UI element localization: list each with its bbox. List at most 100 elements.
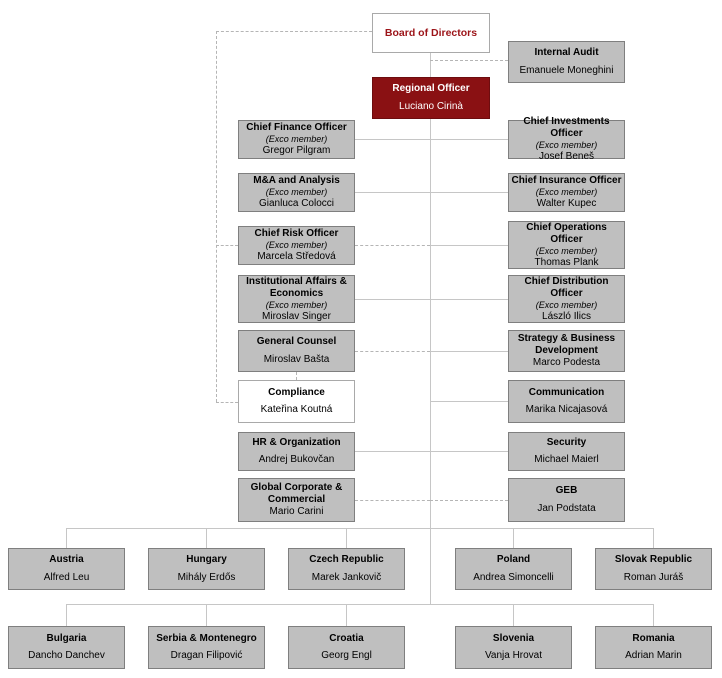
node-title: Communication [528,386,605,398]
node-person: Marika Nicajasová [525,404,608,416]
bus-line-row2 [66,604,653,605]
node-person: Marcela Středová [257,251,336,262]
node-person: Michael Maierl [534,453,599,465]
org-node-regional-officer: Regional Officer Luciano Cirinà [372,77,490,119]
node-subtitle: (Exco member) [265,187,328,197]
node-person: Gregor Pilgram [262,145,331,156]
node-person: Marek Jankovič [311,571,382,583]
node-title: Slovak Republic [614,554,693,566]
connector-chief-insurance [430,192,508,193]
node-person: Alfred Leu [43,571,90,583]
connector-security [430,451,508,452]
org-node-chief-operations-officer: Chief Operations Officer (Exco member) T… [508,221,625,269]
node-person: Emanuele Moneghini [519,64,614,76]
org-node-slovak-republic: Slovak Republic Roman Juráš [595,548,712,590]
node-title: Bulgaria [46,632,87,644]
node-person: Andrea Simoncelli [473,571,554,583]
node-title: GEB [555,485,578,496]
org-node-internal-audit: Internal Audit Emanuele Moneghini [508,41,625,83]
node-person: Walter Kupec [536,198,597,209]
connector-chief-distribution [430,299,508,300]
connector-geb-dashed [430,500,508,501]
connector-ma-analysis [355,192,430,193]
node-subtitle: (Exco member) [535,140,598,150]
org-node-serbia-montenegro: Serbia & Montenegro Dragan Filipović [148,626,265,669]
stub-poland [513,528,514,548]
org-node-communication: Communication Marika Nicajasová [508,380,625,423]
connector-counsel-compliance-dashed [296,372,297,380]
connector-chief-finance [355,139,430,140]
node-person: Luciano Cirinà [399,100,463,112]
node-title: Serbia & Montenegro [156,632,257,644]
stub-serbia-montenegro [206,604,207,626]
connector-central-spine [430,119,431,528]
stub-romania [653,604,654,626]
org-node-compliance: Compliance Kateřina Koutná [238,380,355,423]
node-title: Chief Investments Officer [523,116,610,139]
org-node-global-corporate-commercial: Global Corporate & Commercial Mario Cari… [238,478,355,522]
node-person: Josef Beneš [538,151,595,162]
node-person: Mario Carini [269,506,324,517]
stub-slovak-republic [653,528,654,548]
stub-hungary [206,528,207,548]
node-title: Internal Audit [534,47,599,59]
node-title: Regional Officer [392,83,470,95]
node-title: Chief Distribution Officer [524,275,609,299]
org-node-austria: Austria Alfred Leu [8,548,125,590]
node-person: László Ilics [542,310,591,322]
org-node-ma-and-analysis: M&A and Analysis (Exco member) Gianluca … [238,173,355,212]
org-node-geb: GEB Jan Podstata [508,478,625,522]
node-person: Mihály Erdős [177,571,236,583]
node-title: Slovenia [492,632,535,644]
node-title: Strategy & Business Development [517,333,616,356]
connector-general-counsel-dashed [355,351,430,352]
org-node-chief-finance-officer: Chief Finance Officer (Exco member) Greg… [238,120,355,159]
node-subtitle: (Exco member) [535,187,598,197]
stub-croatia [346,604,347,626]
node-title: Institutional Affairs & Economics [246,275,347,299]
node-person: Gianluca Colocci [258,198,335,209]
node-person: Kateřina Koutná [260,404,333,416]
node-subtitle: (Exco member) [265,299,328,310]
connector-board-left-dashed [216,31,372,32]
stub-slovenia [513,604,514,626]
org-node-security: Security Michael Maierl [508,432,625,471]
node-person: Georg Engl [321,650,372,662]
org-node-institutional-affairs-economics: Institutional Affairs & Economics (Exco … [238,275,355,323]
node-title: Security [546,437,587,449]
node-title: Poland [496,554,531,566]
org-node-chief-distribution-officer: Chief Distribution Officer (Exco member)… [508,275,625,323]
connector-internal-audit-dashed [430,60,508,61]
stub-czech-republic [346,528,347,548]
node-title: Chief Operations Officer [526,221,607,245]
connector-compliance-left-dashed [216,402,238,403]
org-node-poland: Poland Andrea Simoncelli [455,548,572,590]
org-node-bulgaria: Bulgaria Dancho Danchev [8,626,125,669]
node-person: Marco Podesta [532,357,601,368]
node-title: Czech Republic [309,554,384,566]
node-person: Adrian Marin [625,650,682,662]
connector-chief-investments [430,139,508,140]
connector-chief-operations [430,245,508,246]
node-title: Chief Finance Officer [246,122,347,133]
stub-bulgaria [66,604,67,626]
node-title: Chief Insurance Officer [511,175,622,186]
node-title: Board of Directors [384,27,478,39]
connector-chief-risk-left-dashed [216,245,238,246]
connector-institutional-affairs [355,299,430,300]
node-subtitle: (Exco member) [265,134,328,144]
node-title: M&A and Analysis [253,175,340,186]
node-title: Compliance [268,386,325,398]
org-node-romania: Romania Adrian Marin [595,626,712,669]
node-person: Andrej Bukovčan [258,453,335,465]
node-person: Dancho Danchev [28,650,105,662]
node-title: Croatia [329,632,364,644]
node-subtitle: (Exco member) [535,245,598,256]
org-node-chief-risk-officer: Chief Risk Officer (Exco member) Marcela… [238,226,355,265]
org-node-hungary: Hungary Mihály Erdős [148,548,265,590]
node-title: General Counsel [256,336,337,348]
node-person: Dragan Filipović [170,650,243,662]
connector-communication [430,401,508,402]
org-node-general-counsel: General Counsel Miroslav Bašta [238,330,355,372]
connector-board-regional [430,53,431,77]
